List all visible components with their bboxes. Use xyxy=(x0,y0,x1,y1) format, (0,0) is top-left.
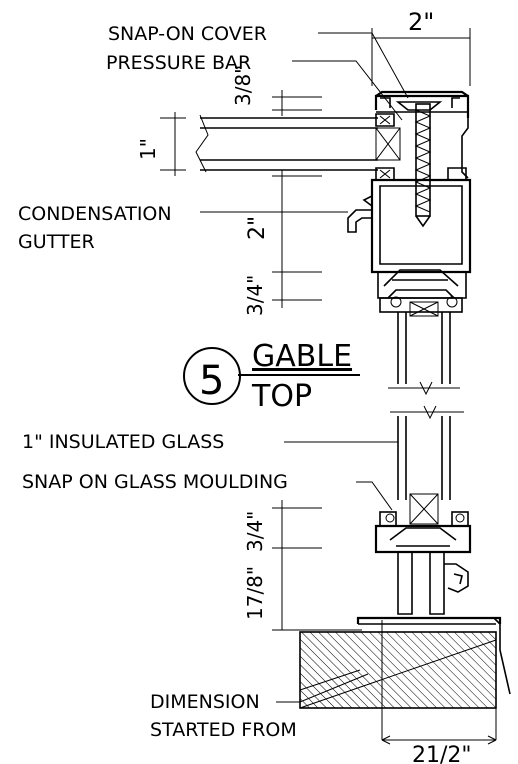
three-quarter-lower-dimension: 3/4" xyxy=(243,500,322,630)
insulated-glass-label: 1" INSULATED GLASS xyxy=(22,431,224,453)
snap-on-cover-leader xyxy=(318,32,409,99)
three-eighths-dimension: 3/8" xyxy=(231,65,322,116)
snap-on-cover-label: SNAP-ON COVER xyxy=(108,23,267,45)
vertical-glass-lower xyxy=(390,405,464,525)
top-width-dimension: 2" xyxy=(371,8,471,86)
condensation-label: CONDENSATION xyxy=(18,203,172,225)
two-inch-label: 2" xyxy=(245,216,270,240)
base-structure xyxy=(299,620,497,740)
callout-title-bottom: TOP xyxy=(251,379,312,414)
bottom-width-dimension: 21/2" xyxy=(381,735,497,764)
sill-assembly xyxy=(356,511,511,695)
callout-title-top: GABLE xyxy=(252,339,352,374)
gutter-label: GUTTER xyxy=(18,231,95,253)
three-quarter-upper-dimension: 3/4" xyxy=(243,275,322,316)
top-mullion-assembly xyxy=(347,90,472,299)
upper-glass-unit xyxy=(195,114,401,173)
started-from-label: STARTED FROM xyxy=(150,719,297,741)
three-eighths-label: 3/8" xyxy=(231,65,255,106)
dimension-label: DIMENSION xyxy=(150,691,260,713)
pressure-bar-label: PRESSURE BAR xyxy=(106,52,251,74)
two-inch-dimension: 2" xyxy=(245,170,322,308)
one-inch-dimension: 1" xyxy=(136,112,186,176)
one-inch-label: 1" xyxy=(136,138,160,160)
dimension-leader xyxy=(276,673,369,703)
glass-moulding-label: SNAP ON GLASS MOULDING xyxy=(22,471,288,493)
one-seven-eighths-dimension: 17/8" xyxy=(243,566,362,631)
callout-number: 5 xyxy=(199,358,224,404)
three-quarter-upper-label: 3/4" xyxy=(243,275,267,316)
top-width-label: 2" xyxy=(408,8,434,36)
three-quarter-lower-label: 3/4" xyxy=(243,511,267,552)
section-callout: 5 GABLE TOP xyxy=(183,339,360,414)
vertical-glass-upper xyxy=(379,296,463,396)
glass-moulding-leader xyxy=(356,481,393,511)
bottom-width-label: 21/2" xyxy=(412,743,472,764)
one-seven-eighths-label: 17/8" xyxy=(243,566,267,620)
pressure-bar-leader xyxy=(292,60,403,121)
